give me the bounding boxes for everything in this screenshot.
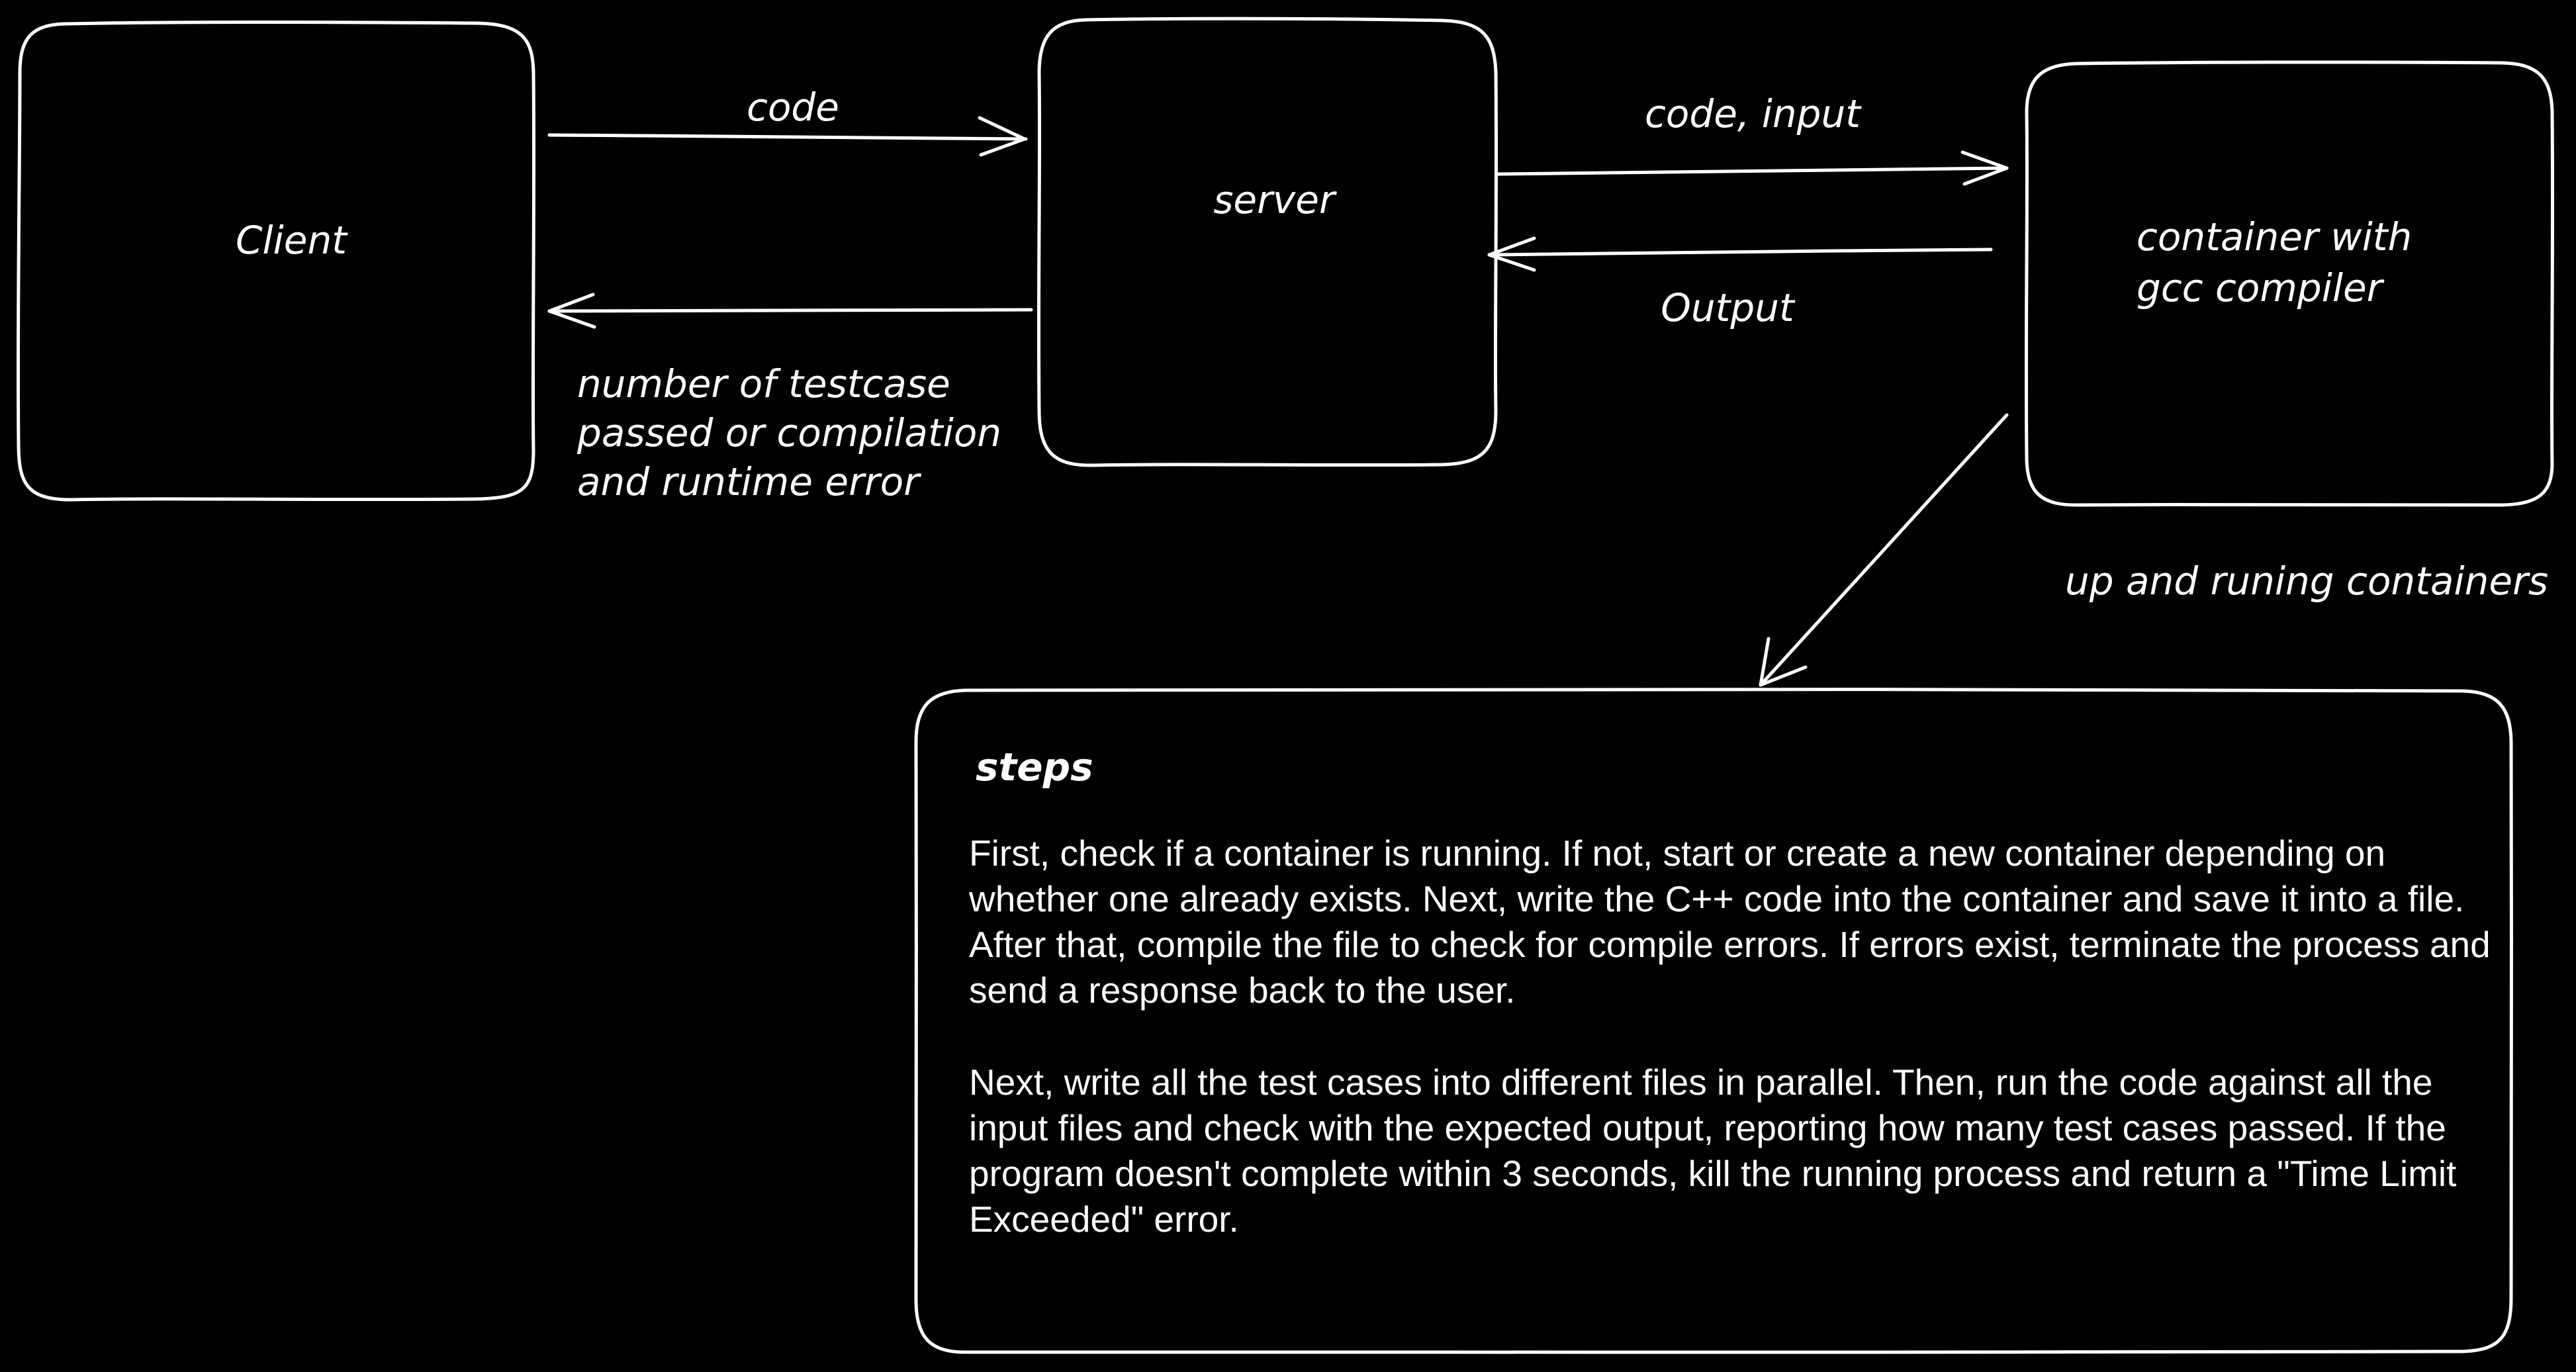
edge-label-code: code [747,85,839,130]
edge-label-up-and-running: up and runing containers [2065,559,2548,604]
client-box[interactable] [16,21,536,502]
server-box[interactable] [1036,17,1498,467]
steps-description: First, check if a container is running. … [969,831,2491,1289]
steps-box[interactable] [913,687,2514,1354]
arrow-server-to-client [547,293,1033,329]
edge-label-results-line2: passed or compilation [576,410,1001,455]
server-label: server [1213,177,1337,222]
steps-paragraph-1: First, check if a container is running. … [969,833,2491,1011]
steps-paragraph-2: Next, write all the test cases into diff… [969,1062,2457,1240]
container-box[interactable] [2024,60,2555,508]
edge-label-output: Output [1661,285,1796,330]
container-label-line2: gcc compiler [2137,265,2385,310]
arrow-server-to-container [1495,150,2009,186]
container-label-line1: container with [2137,214,2412,259]
steps-title: steps [976,745,1093,790]
edge-label-code-input: code, input [1645,91,1862,136]
client-label: Client [236,218,348,263]
edge-label-results-line1: number of testcase [577,361,950,406]
edge-label-results-line3: and runtime error [577,459,921,504]
arrow-container-to-server [1487,236,1993,272]
arrow-client-to-server [547,116,1028,157]
arrow-container-to-steps [1759,413,2009,687]
